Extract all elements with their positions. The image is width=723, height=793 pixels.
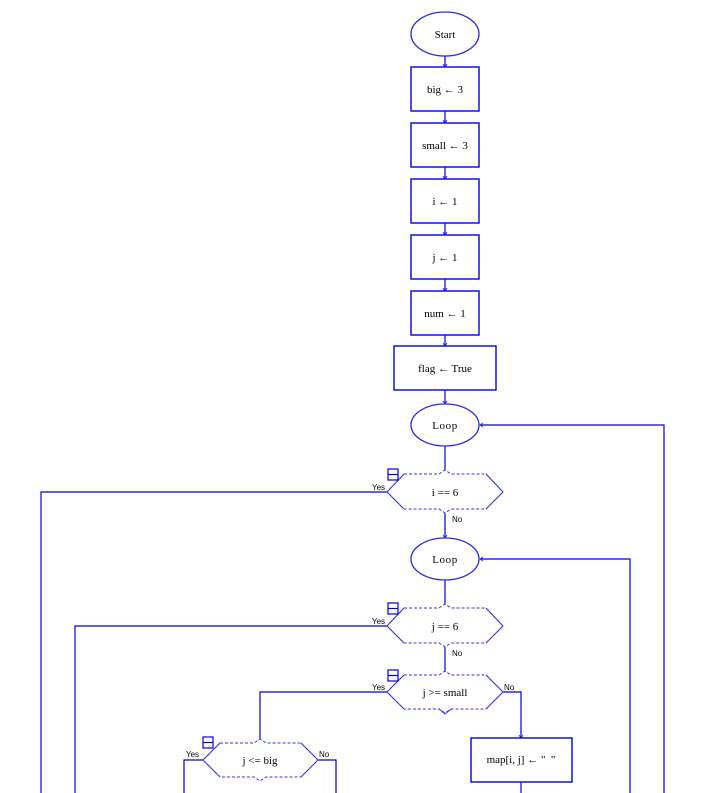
edge-label-yes: Yes: [372, 617, 385, 626]
collapse-toggle-j-eq-6[interactable]: [387, 602, 399, 615]
edge-cond-i-yes: [40, 491, 387, 793]
assign-big-box: [410, 66, 480, 112]
edge-label-no: No: [452, 515, 463, 524]
decision-side: [300, 742, 319, 778]
edge-label-no: No: [319, 750, 330, 759]
inner-loop-ellipse: [410, 537, 480, 581]
inner-loop-label: Loop: [432, 554, 458, 566]
assign-j-box: [410, 234, 480, 280]
assign-map-label: map[i, j] ← " ": [487, 754, 556, 766]
decision-j-le-big[interactable]: j <= big: [202, 738, 319, 782]
decision-i-eq-6-label: i == 6: [432, 487, 459, 499]
collapse-toggle-i-eq-6[interactable]: [387, 468, 399, 481]
edge-label-yes: Yes: [186, 750, 199, 759]
decision-side: [485, 674, 504, 710]
assign-flag-node[interactable]: flag ← True: [393, 345, 497, 391]
assign-small-label: small ← 3: [422, 140, 468, 152]
edge-label-yes: Yes: [372, 683, 385, 692]
edge-label-no: No: [504, 683, 515, 692]
assign-small-box: [410, 122, 480, 168]
decision-j-eq-6[interactable]: j == 6: [386, 603, 504, 648]
assign-big-label: big ← 3: [427, 84, 464, 96]
edge-cond-j6-yes: [74, 625, 387, 793]
decision-j-ge-small[interactable]: j >= small: [386, 670, 504, 715]
edge-label-no: No: [452, 649, 463, 658]
decision-j-ge-small-label: j >= small: [422, 687, 468, 699]
arrow-tip: [479, 556, 484, 562]
assign-i-label: i ← 1: [432, 196, 457, 208]
start-ellipse: [410, 11, 480, 57]
assign-flag-box: [393, 345, 497, 391]
decision-side: [485, 607, 504, 644]
decision-side: [202, 742, 221, 778]
collapse-toggle-j-le-big[interactable]: [202, 736, 214, 749]
collapse-toggle-j-ge-small[interactable]: [387, 669, 399, 682]
arrow-tip: [479, 422, 484, 428]
decision-j-le-big-label: j <= big: [241, 755, 278, 767]
start-node[interactable]: Start: [410, 11, 480, 57]
outer-loop-label: Loop: [432, 420, 458, 432]
assign-num-node[interactable]: num ← 1: [410, 290, 480, 336]
edge-cond-big-yes: [183, 759, 203, 793]
edge-outer-loop-back: [480, 424, 665, 793]
edge-inner-loop-back: [480, 558, 631, 793]
assign-i-box: [410, 178, 480, 224]
assign-j-label: j ← 1: [431, 252, 457, 264]
decision-i-eq-6[interactable]: i == 6: [386, 469, 504, 514]
assign-small-node[interactable]: small ← 3: [410, 122, 480, 168]
start-label: Start: [435, 29, 456, 41]
assign-map-node[interactable]: map[i, j] ← " ": [470, 737, 573, 783]
assign-num-label: num ← 1: [424, 308, 466, 320]
assign-i-node[interactable]: i ← 1: [410, 178, 480, 224]
assign-num-box: [410, 290, 480, 336]
assign-big-node[interactable]: big ← 3: [410, 66, 480, 112]
assign-map-box: [470, 737, 573, 783]
inner-loop-node[interactable]: Loop: [410, 537, 480, 581]
assign-j-node[interactable]: j ← 1: [410, 234, 480, 280]
edge-cond-small-yes: [259, 691, 387, 743]
decision-side: [485, 473, 504, 510]
edge-cond-big-no: [318, 759, 337, 793]
decision-j-eq-6-label: j == 6: [431, 621, 459, 633]
edge-cond-small-no: [503, 691, 522, 738]
edges: [40, 56, 665, 793]
outer-loop-ellipse: [410, 403, 480, 447]
decision-notch: [438, 708, 452, 715]
assign-flag-label: flag ← True: [418, 363, 472, 375]
edge-label-yes: Yes: [372, 483, 385, 492]
outer-loop-node[interactable]: Loop: [410, 403, 480, 447]
